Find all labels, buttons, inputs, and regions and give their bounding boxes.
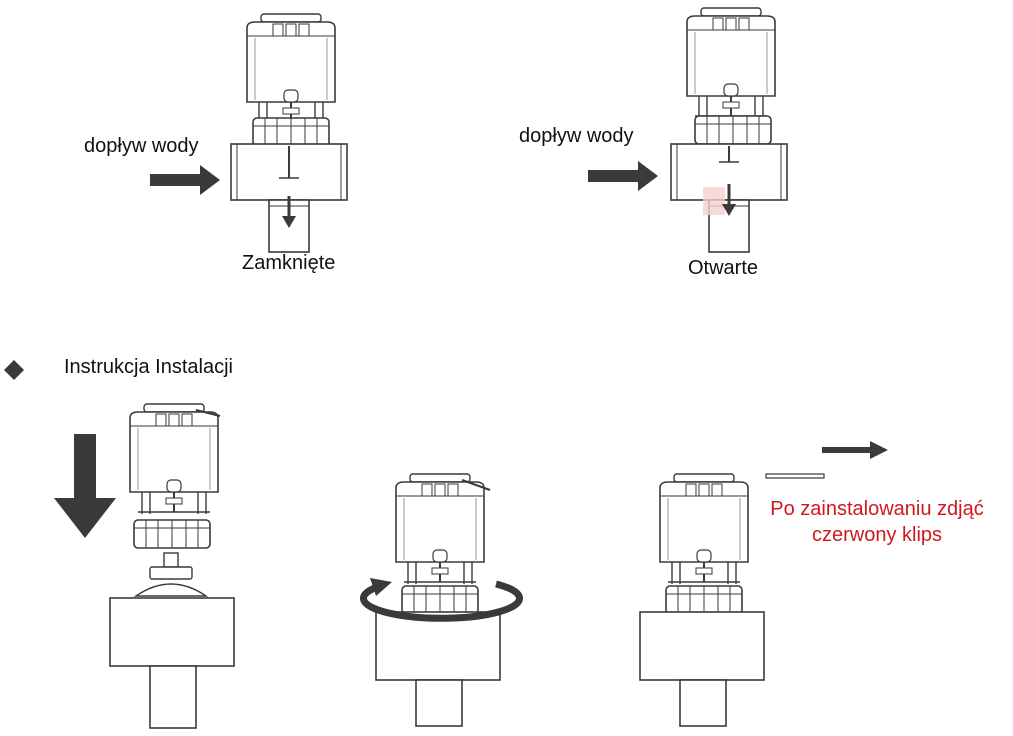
section-title: Instrukcja Instalacji <box>64 356 233 378</box>
valve-closed-diagram <box>230 13 348 253</box>
rotate-arrow-icon <box>360 578 523 622</box>
flow-label-closed: dopływ wody <box>84 135 199 157</box>
note-line-1: Po zainstalowaniu zdjąć <box>770 498 984 520</box>
clip-removal-note: Po zainstalowaniu zdjąć czerwony klips <box>742 496 1012 548</box>
state-label-open: Otwarte <box>688 257 759 279</box>
diamond-bullet-icon <box>4 360 24 380</box>
state-label-closed: Zamknięte <box>242 252 336 274</box>
install-step-2 <box>360 473 523 727</box>
note-line-2: czerwony klips <box>811 524 943 546</box>
install-step-1 <box>54 403 235 729</box>
red-clip <box>765 473 825 479</box>
flow-arrow-right-icon <box>588 161 658 191</box>
valve-open-diagram <box>670 7 788 253</box>
install-step-3 <box>639 441 888 727</box>
flow-label-open: dopływ wody <box>519 125 634 147</box>
remove-arrow-icon <box>822 441 888 459</box>
down-arrow-icon <box>54 434 116 538</box>
flow-arrow-left-icon <box>150 165 220 195</box>
